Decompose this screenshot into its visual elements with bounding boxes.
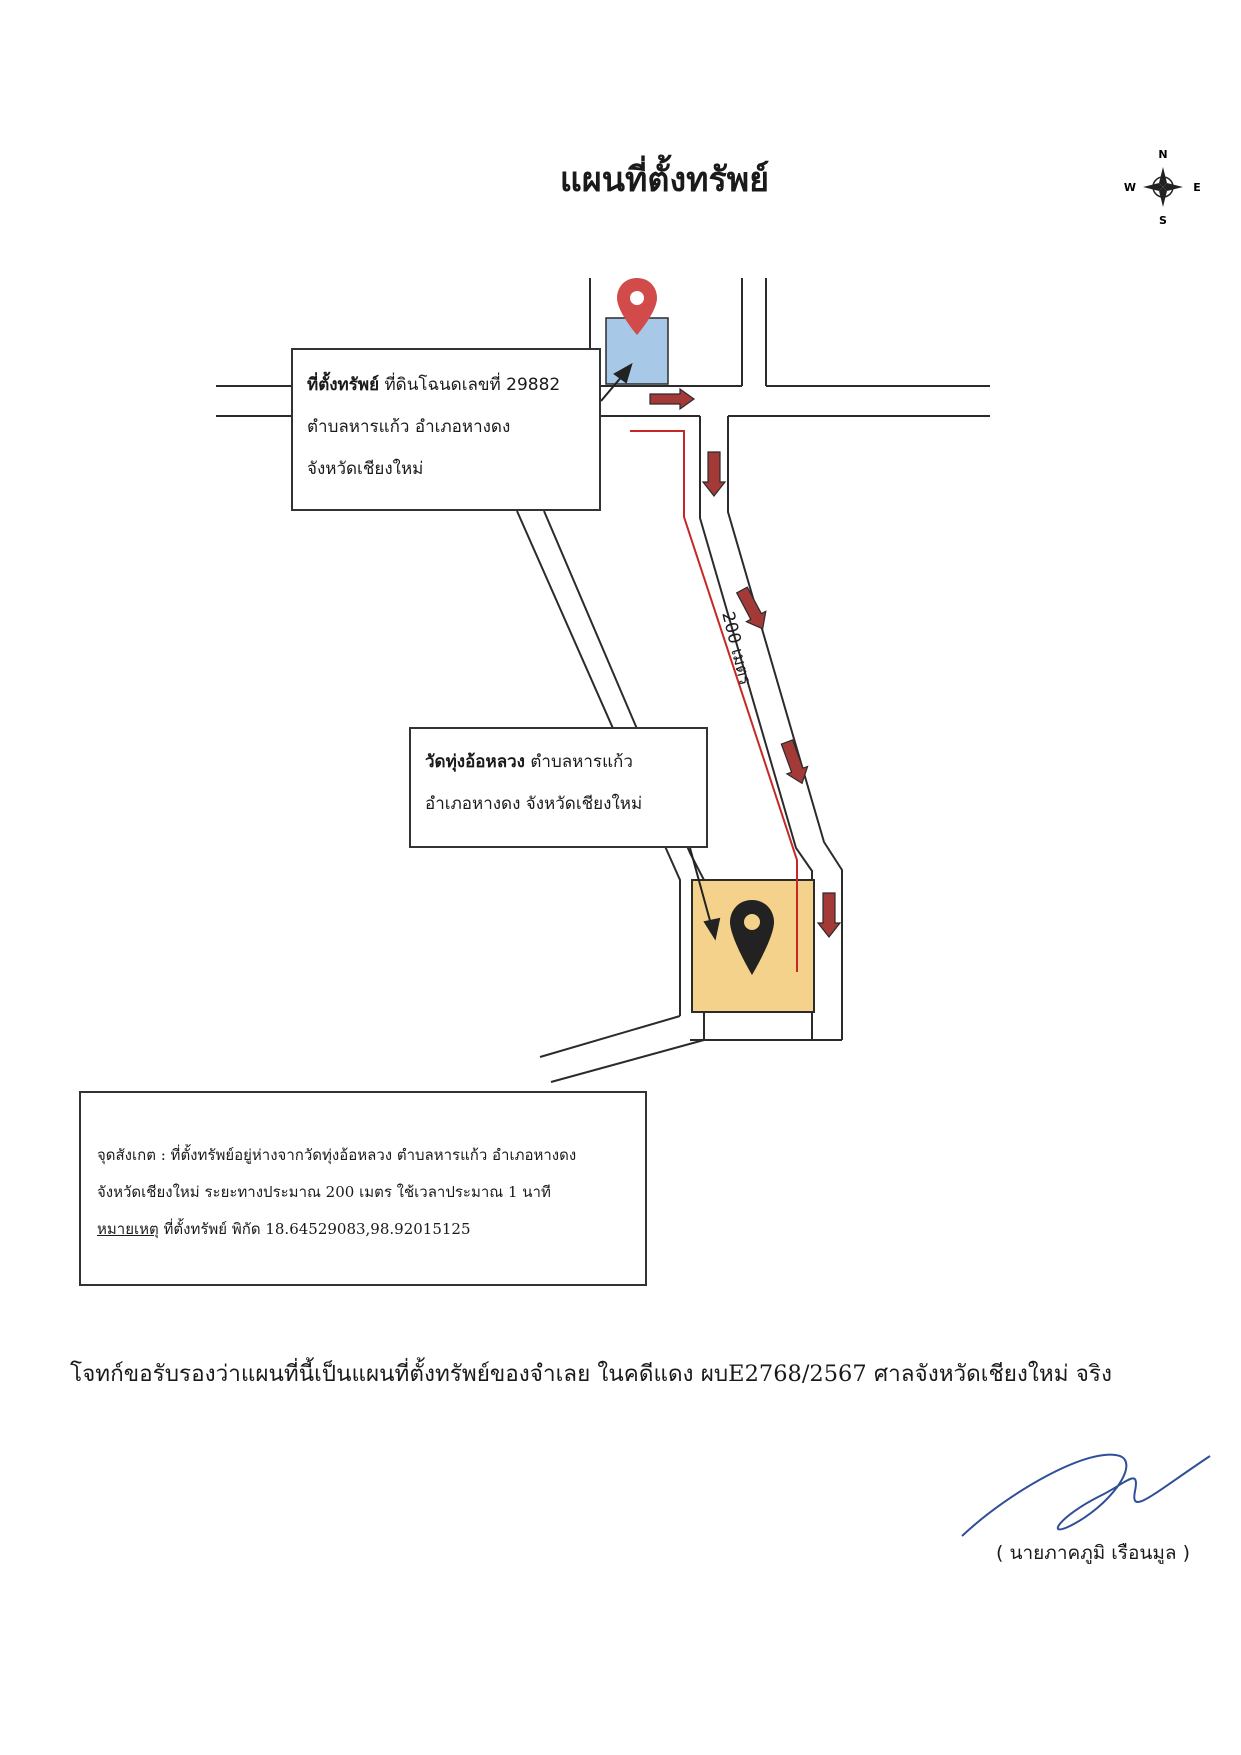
- arrow-icon: [735, 586, 767, 630]
- compass-rose-icon: N S W E: [1124, 148, 1201, 227]
- temple-name: วัดทุ่งอ้อหลวง: [425, 752, 525, 772]
- page-title: แผนที่ตั้งทรัพย์: [559, 160, 770, 200]
- arrow-icon: [649, 387, 696, 411]
- signer-name: ( นายภาคภูมิ เรือนมูล ): [996, 1542, 1190, 1564]
- direction-arrows: [649, 387, 842, 938]
- leader-arrowhead-icon: [703, 917, 721, 941]
- coordinates-text: ที่ตั้งทรัพย์ พิกัด 18.64529083,98.92015…: [158, 1220, 471, 1238]
- remark-label: หมายเหตุ: [97, 1220, 159, 1238]
- property-box-line3: จังหวัดเชียงใหม่: [307, 459, 424, 479]
- property-label-box: ที่ตั้งทรัพย์ ที่ดินโฉนดเลขที่ 29882 ตำบ…: [291, 348, 601, 511]
- temple-label-box: วัดทุ่งอ้อหลวง ตำบลหารแก้ว อำเภอหางดง จั…: [409, 727, 708, 848]
- temple-box-line1: วัดทุ่งอ้อหลวง ตำบลหารแก้ว: [425, 752, 633, 772]
- leader-arrows: [600, 362, 721, 941]
- arrow-icon: [816, 892, 842, 938]
- certification-statement: โจทก์ขอรับรองว่าแผนที่นี้เป็นแผนที่ตั้งท…: [70, 1361, 1112, 1387]
- property-box-line2: ตำบลหารแก้ว อำเภอหางดง: [307, 417, 511, 437]
- route-line: [630, 430, 798, 972]
- note-remark: หมายเหตุ ที่ตั้งทรัพย์ พิกัด 18.64529083…: [97, 1211, 629, 1248]
- temple-box-line2: อำเภอหางดง จังหวัดเชียงใหม่: [425, 794, 643, 814]
- arrow-icon: [780, 739, 809, 785]
- compass-west: W: [1124, 181, 1136, 194]
- temple-pin-icon: [730, 900, 774, 975]
- compass-south: S: [1159, 214, 1167, 227]
- arrow-icon: [701, 451, 727, 497]
- note-line2: จังหวัดเชียงใหม่ ระยะทางประมาณ 200 เมตร …: [97, 1183, 551, 1201]
- property-label: ที่ตั้งทรัพย์: [307, 375, 380, 395]
- property-pin-icon: [617, 278, 657, 335]
- note-line1: จุดสังเกต : ที่ตั้งทรัพย์อยู่ห่างจากวัดท…: [97, 1146, 577, 1164]
- compass-north: N: [1158, 148, 1167, 161]
- property-box-line1: ที่ตั้งทรัพย์ ที่ดินโฉนดเลขที่ 29882: [307, 364, 585, 406]
- deed-number: ที่ดินโฉนดเลขที่ 29882: [379, 375, 561, 395]
- leader-arrowhead-icon: [613, 362, 633, 384]
- compass-east: E: [1193, 181, 1201, 194]
- signature-image: [961, 1453, 1211, 1537]
- landmark-note-box: จุดสังเกต : ที่ตั้งทรัพย์อยู่ห่างจากวัดท…: [79, 1091, 647, 1286]
